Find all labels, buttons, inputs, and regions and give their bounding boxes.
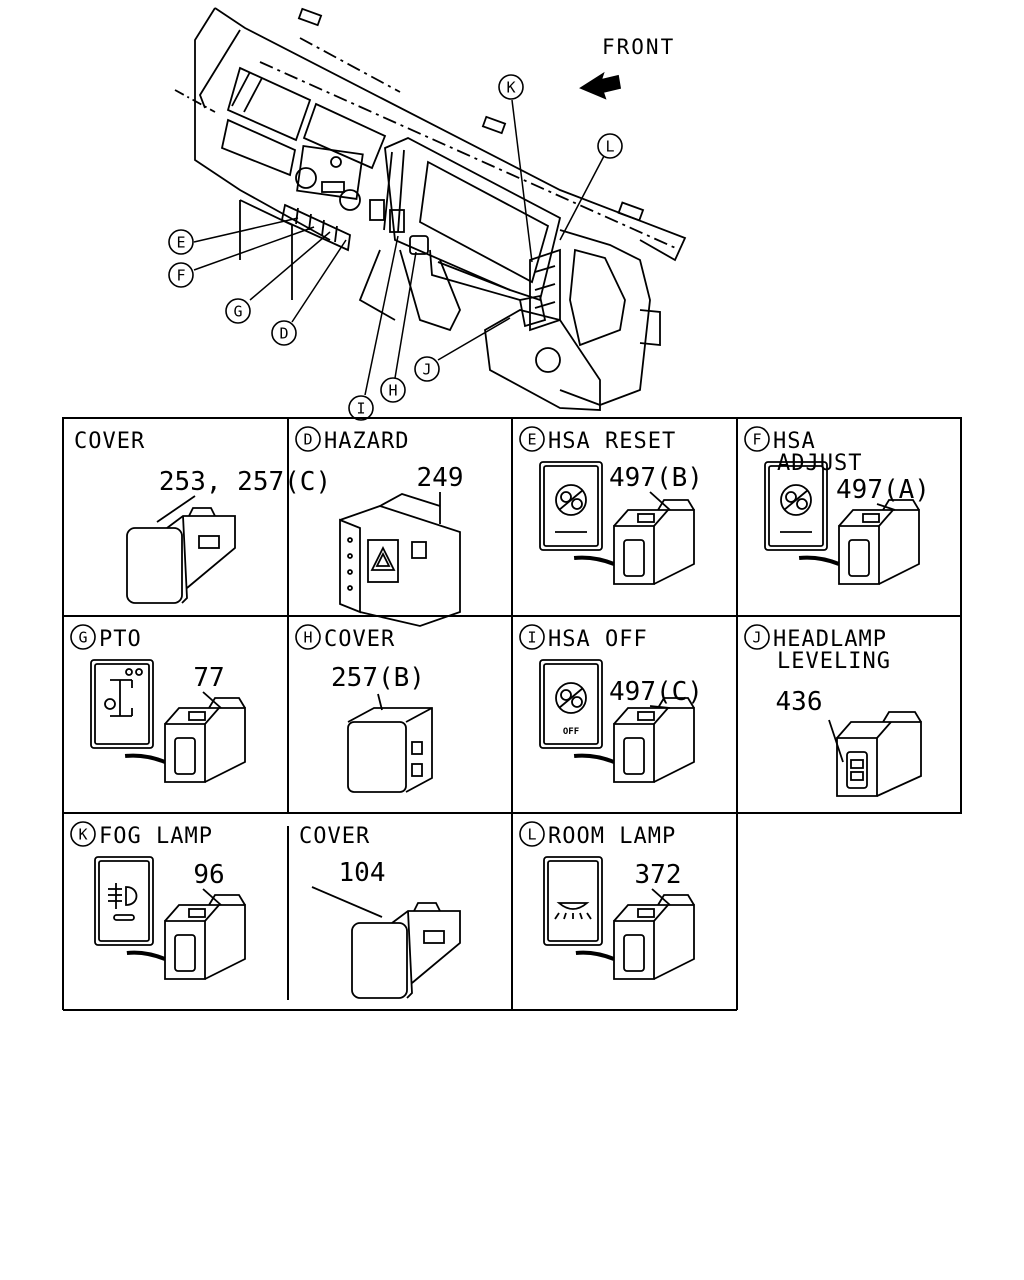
overview-callout-l: L [597,133,623,159]
part-number: 497(C) [609,677,703,707]
cell-letter-circle: L [519,821,545,847]
dashboard-overview [174,7,687,411]
switch-face-icon [764,461,828,551]
cell-title: HSA [773,429,816,454]
overview-callout-d: D [271,320,297,346]
overview-callout-h: H [380,377,406,403]
cell-title: COVER [299,824,370,849]
overview-callout-i: I [348,395,374,421]
cell-title: HAZARD [324,429,409,454]
callout-letter: J [752,629,761,647]
callout-letter: E [527,431,536,449]
part-number: 104 [339,858,386,888]
part-cell-hsa-reset: E HSA RESET 497(B) [519,426,703,585]
part-number: 249 [417,463,464,493]
part-number: 77 [193,663,224,693]
callout-letter: G [233,303,242,321]
cell-letter-circle: F [744,426,770,452]
parts-table [62,417,962,1011]
part-cell-cover-3: COVER 104 [299,824,461,999]
part-cell-fog-lamp: K FOG LAMP 96 [70,821,246,980]
callout-letter: H [388,382,397,400]
cell-title: ADJUST [777,451,862,476]
overview-callout-e: E [168,229,194,255]
part-cell-room-lamp: L ROOM LAMP 372 [519,821,695,980]
callout-letter: F [752,431,761,449]
cell-title: COVER [324,627,395,652]
cell-title: PTO [99,627,142,652]
overview-callouts: K L EF G D I H J [168,74,623,421]
parts-cells: COVER 253, 257(C) D HAZARD 249 E HSA RESET 497(… [70,426,930,999]
cell-letter-circle: H [295,624,321,650]
overview-callout-g: G [225,298,251,324]
cell-letter-circle: J [744,624,770,650]
off-mark-label: OFF [563,727,579,737]
callout-leaders [193,99,605,396]
callout-letter: F [176,267,185,285]
part-number: 372 [635,860,682,890]
part-cell-hazard: D HAZARD 249 [295,426,464,627]
part-cell-pto: G PTO 77 [70,624,246,783]
switch-face-icon [539,461,603,551]
cell-title: FOG LAMP [99,824,213,849]
callout-letter: D [279,325,288,343]
part-number: 96 [193,860,224,890]
cell-letter-circle: I [519,624,545,650]
callout-letter: L [527,826,536,844]
cell-title: ROOM LAMP [548,824,676,849]
part-number: 257(B) [331,663,425,693]
callout-letter: I [356,400,365,418]
callout-letter: I [527,629,536,647]
overview-callout-j: J [414,356,440,382]
part-cell-cover-1: COVER 253, 257(C) [74,429,331,604]
cell-letter-circle: K [70,821,96,847]
cell-title: HSA OFF [548,627,648,652]
overview-callout-k: K [498,74,524,100]
callout-letter: D [303,431,312,449]
front-label: FRONT [602,35,675,59]
switch-face-icon [539,659,603,749]
switch-face-icon [94,856,154,946]
callout-letter: H [303,629,312,647]
part-cell-hsa-off: I HSA OFF 497(C) OFF [519,624,703,783]
cell-letter-circle: D [295,426,321,452]
cell-title: HEADLAMP [773,627,887,652]
callout-letter: G [78,629,87,647]
part-cell-cover-2: H COVER 257(B) [295,624,433,793]
cell-title: LEVELING [777,649,891,674]
cell-letter-circle: G [70,624,96,650]
callout-letter: K [506,79,515,97]
switch-face-icon [543,856,603,946]
overview-callout-f: F [168,262,194,288]
cell-title: HSA RESET [548,429,676,454]
switch-face-icon [90,659,154,749]
part-number: 497(A) [836,475,930,505]
part-number: 497(B) [609,463,703,493]
part-number: 253, 257(C) [159,467,331,497]
part-number: 436 [776,687,823,717]
callout-letter: L [605,138,614,156]
callout-letter: J [422,361,431,379]
callout-letter: K [78,826,87,844]
cell-letter-circle: E [519,426,545,452]
cell-title: COVER [74,429,145,454]
callout-letter: E [176,234,185,252]
